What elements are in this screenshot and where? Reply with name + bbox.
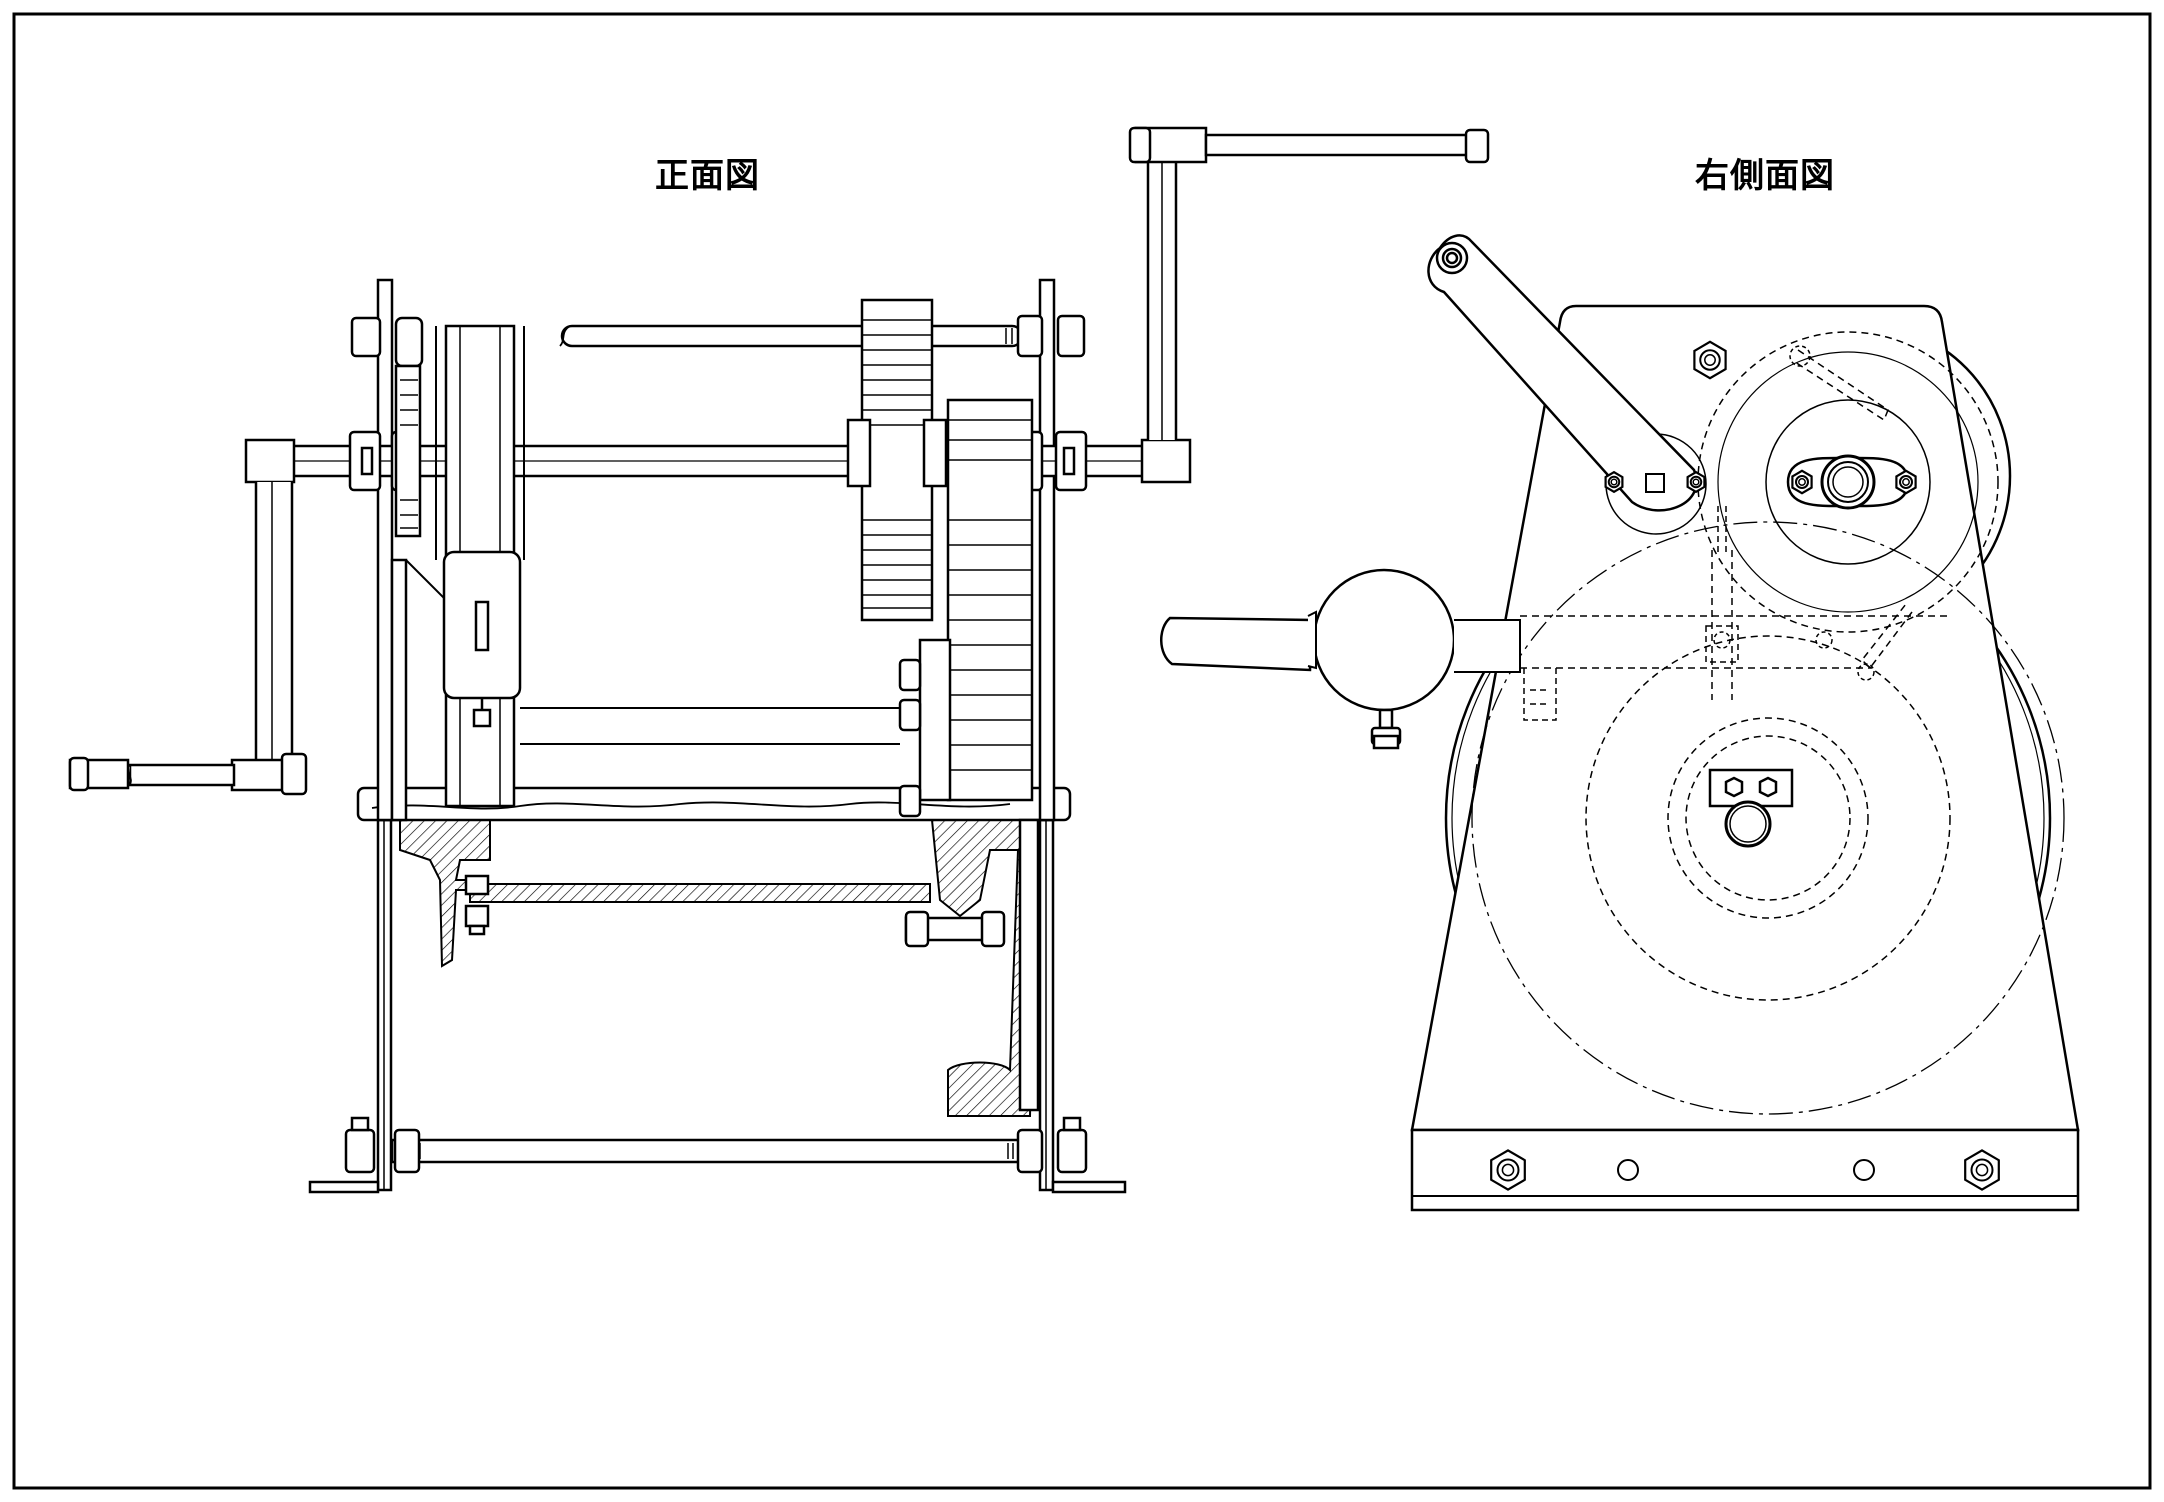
left-side-plate xyxy=(378,280,392,820)
right-casting xyxy=(932,820,1036,1116)
left-crank-handle xyxy=(70,440,306,794)
side-housing xyxy=(1412,306,2078,1130)
upper-gear xyxy=(848,300,946,620)
brake-lever xyxy=(1161,570,1520,748)
bottom-left-nuts xyxy=(346,1118,419,1172)
side-crank-arm xyxy=(1428,235,1706,510)
lower-gear xyxy=(900,400,1032,816)
bottom-tie-rod xyxy=(392,1140,1038,1162)
left-foot xyxy=(310,1182,378,1192)
drum-hub-plate xyxy=(1710,770,1792,806)
right-side-plate xyxy=(1040,280,1054,820)
right-crank-handle xyxy=(1130,128,1488,482)
right-side-view-title: 右側面図 xyxy=(1695,156,1835,196)
drum-shaft xyxy=(1726,802,1770,846)
front-view xyxy=(70,128,1488,1192)
top-shaft xyxy=(562,326,1022,346)
right-foot xyxy=(1053,1182,1125,1192)
ratchet-wheel xyxy=(396,318,422,366)
drum-centerline-circle xyxy=(1472,522,2064,1114)
right-side-view xyxy=(1161,235,2078,1210)
cross-beam xyxy=(470,884,930,902)
bottom-right-nuts xyxy=(1018,1118,1086,1172)
drawing-border xyxy=(14,14,2150,1488)
front-view-title: 正面図 xyxy=(655,156,760,196)
brake-box xyxy=(444,552,900,744)
base-plate xyxy=(358,788,1070,820)
left-casting xyxy=(400,820,490,966)
